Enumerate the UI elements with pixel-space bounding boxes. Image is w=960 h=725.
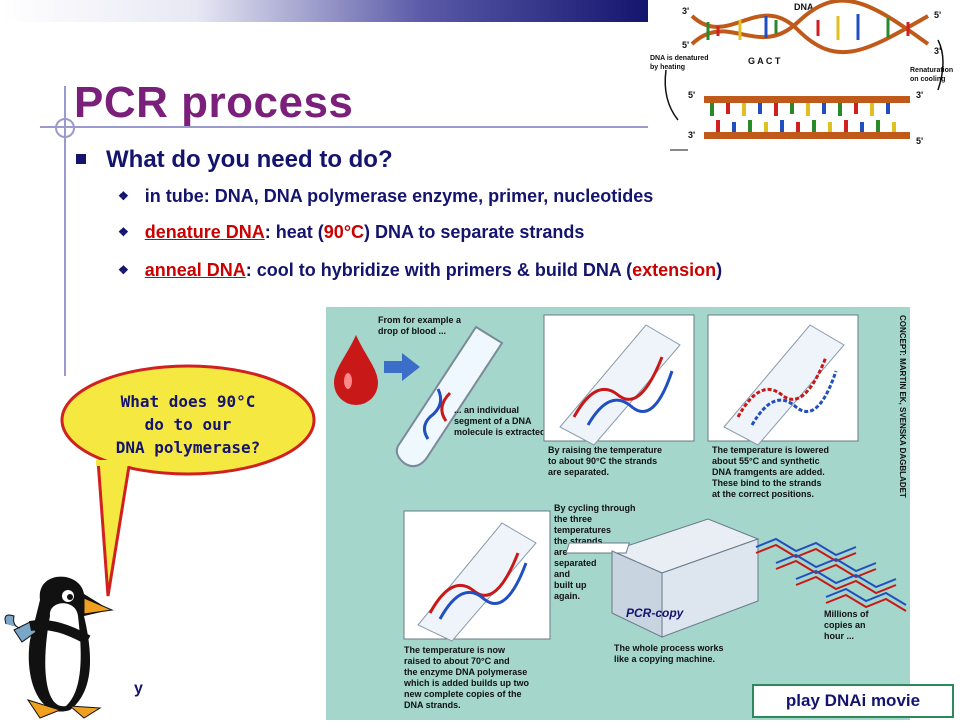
dna-copies [755, 537, 907, 612]
caption-line: temperatures [554, 525, 611, 535]
sub-bullet-2: ❖ denature DNA: heat (90°C) DNA to separa… [118, 222, 584, 243]
caption-line: raised to about 70°C and [404, 656, 510, 666]
diamond-bullet-icon: ❖ [118, 189, 129, 204]
panel-extension [403, 510, 551, 642]
bubble-question: What does 90°C do to our DNA polymerase? [68, 390, 308, 459]
left-rule [64, 86, 66, 376]
sub-bullet-3-text-b: ) [716, 260, 723, 280]
caption-line: the strands [554, 536, 603, 546]
caption-line: copies an [824, 620, 866, 630]
prime-label: 3' [688, 130, 695, 140]
bullet-main-text: What do you need to do? [106, 146, 393, 173]
pcr-copy-machine: PCR-copy [565, 518, 760, 638]
dna-label: DNA [794, 2, 814, 12]
double-helix [690, 0, 930, 55]
test-tube [395, 325, 504, 468]
caption-line: ... an individual [454, 405, 519, 415]
caption-line: which is added builds up two [403, 678, 530, 688]
sub-bullet-2-text-b: ) DNA to separate strands [364, 222, 585, 242]
speech-bubble [60, 364, 316, 476]
temperature-value: 90°C [323, 222, 365, 242]
caption-line: These bind to the strands [712, 478, 822, 488]
caption-line: built up [554, 580, 587, 590]
sub-bullet-2-text-a: : heat ( [264, 222, 324, 242]
blood-drop-icon [334, 335, 378, 405]
prime-label: 3' [682, 6, 689, 16]
renaturation-label: Renaturation [910, 67, 953, 74]
prime-label: 5' [682, 40, 689, 50]
caption-line: like a copying machine. [614, 654, 715, 664]
sub-bullet-1: ❖ in tube: DNA, DNA polymerase enzyme, pr… [118, 186, 653, 207]
caption-line: segment of a DNA [454, 416, 532, 426]
caption-line: separated [554, 558, 597, 568]
arrow-icon [384, 353, 420, 381]
play-dnai-movie-button[interactable]: play DNAi movie [752, 684, 954, 718]
sub-bullet-3-text-a: : cool to hybridize with primers & build… [245, 260, 633, 280]
extension-word: extension [632, 260, 717, 280]
prime-label: 3' [934, 46, 941, 56]
caption-line: are [554, 547, 568, 557]
square-bullet-icon [76, 153, 86, 164]
bullet-main: What do you need to do? [76, 146, 393, 174]
denatured-label: DNA is denatured [650, 55, 708, 62]
caption-line: to about 90°C the strands [548, 456, 657, 466]
bases-label: G A C T [748, 56, 781, 66]
pcr-process-figure: From for example a drop of blood ... ...… [326, 307, 910, 720]
caption-line: Millions of [824, 609, 869, 619]
caption-line: The temperature is lowered [712, 445, 829, 455]
caption-line: hour ... [824, 631, 854, 641]
dna-denaturation-figure: DNA 3' 5' 5' 3' 5' 3' 3' 5' G A C T DNA … [648, 0, 960, 172]
prime-label: 5' [916, 136, 923, 146]
bubble-line: What does 90°C [120, 392, 256, 411]
pcr-process-diagram: From for example a drop of blood ... ...… [334, 314, 907, 710]
separated-strands [704, 96, 910, 139]
caption-line: are separated. [548, 467, 609, 477]
caption-line: the three [554, 514, 592, 524]
footer-fragment: y [134, 680, 143, 697]
top-gradient-bar [0, 0, 650, 22]
rule-circle [55, 118, 75, 138]
speech-bubble-tail [96, 460, 136, 597]
slide-title: PCR process [74, 78, 354, 127]
caption-line: By raising the temperature [548, 445, 662, 455]
caption-line: DNA strands. [404, 700, 461, 710]
sub-bullet-3: ❖ anneal DNA: cool to hybridize with prim… [118, 260, 722, 281]
caption-line: new complete copies of the [404, 689, 522, 699]
sub-bullet-1-text: in tube: DNA, DNA polymerase enzyme, pri… [144, 186, 654, 206]
caption-line: The temperature is now [404, 645, 506, 655]
caption-line: By cycling through [554, 503, 636, 513]
caption-line: and [554, 569, 570, 579]
renaturation-label: on cooling [910, 76, 945, 83]
caption-line: about 55°C and synthetic [712, 456, 820, 466]
denature-dna-link[interactable]: denature DNA [144, 222, 265, 242]
prime-label: 5' [934, 10, 941, 20]
denatured-label: by heating [650, 64, 685, 71]
prime-label: 3' [916, 90, 923, 100]
caption-line: molecule is extracted [454, 427, 546, 437]
title-rule [40, 126, 650, 128]
panel-anneal [707, 314, 859, 446]
machine-label: PCR-copy [626, 606, 685, 620]
diamond-bullet-icon: ❖ [118, 263, 129, 278]
panel-separate [543, 314, 695, 446]
caption-line: at the correct positions. [712, 489, 814, 499]
anneal-dna-link[interactable]: anneal DNA [144, 260, 246, 280]
caption-line: The whole process works [614, 643, 724, 653]
prime-label: 5' [688, 90, 695, 100]
caption-line: DNA framgents are added. [712, 467, 825, 477]
penguin-mascot-icon [4, 576, 114, 719]
caption-line: again. [554, 591, 580, 601]
caption-line: drop of blood ... [378, 326, 446, 336]
bubble-line: do to our [144, 415, 232, 434]
caption-line: the enzyme DNA polymerase [404, 667, 527, 677]
diamond-bullet-icon: ❖ [118, 225, 129, 240]
bubble-line: DNA polymerase? [115, 438, 261, 457]
caption-line: From for example a [378, 315, 462, 325]
credit-text: CONCEPT: MARTIN EK, SVENSKA DAGBLADET [898, 315, 907, 498]
